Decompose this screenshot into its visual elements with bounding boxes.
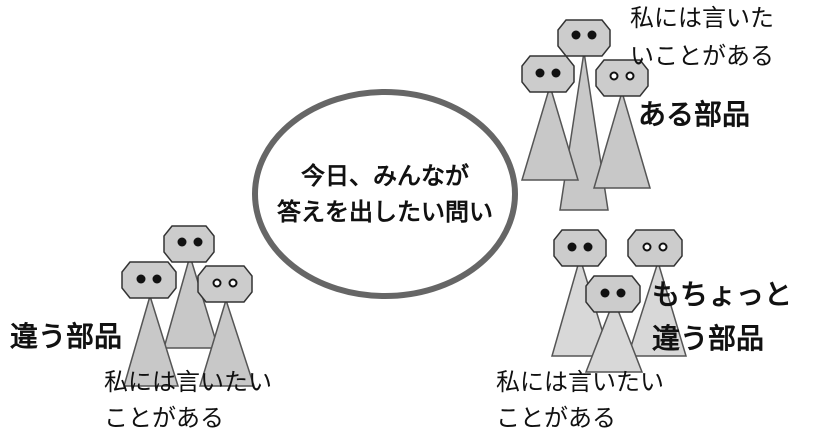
eye-icon [212,278,222,288]
eye-icon [152,274,162,284]
eye-icon [600,288,610,298]
figure-head [557,19,611,57]
eye-icon [177,237,187,247]
person-figure [593,59,651,189]
eye-icon [571,30,581,40]
person-figure [584,275,644,373]
eye-icon [625,71,635,81]
group-label-top-right: ある部品 [638,98,751,131]
speech-text-bottom-right-line-1: 私には言いたい [496,368,664,396]
eye-icon [642,242,652,252]
central-question-ellipse [252,89,518,299]
central-question-line-1: 今日、みんなが [301,162,469,190]
person-figure [520,55,580,181]
central-question-line-2: 答えを出したい問い [277,198,493,226]
speech-text-bottom-left-line-2: ことがある [104,404,224,432]
speech-text-bottom-right-line-2: ことがある [496,404,616,432]
figure-head [585,275,641,313]
person-figure [163,225,220,349]
eye-icon [583,242,593,252]
figure-head [595,59,649,97]
eye-icon [535,68,545,78]
figure-group-bottom-left [121,225,256,387]
eye-icon [587,30,597,40]
eye-icon [616,288,626,298]
group-label-bottom-left: 違う部品 [10,320,123,353]
eye-icon [567,242,577,252]
eye-icon [551,68,561,78]
eye-icon [228,278,238,288]
speech-text-bottom-left-line-1: 私には言いたい [104,368,272,396]
group-label-bottom-right-line-1: もちょっと [652,278,793,311]
figure-group-bottom-right [551,229,688,373]
figure-head [121,261,177,299]
figure-head [627,229,683,267]
figure-head [553,229,607,267]
person-figure [197,265,256,387]
eye-icon [193,237,203,247]
figure-head [197,265,253,303]
person-figure [121,261,180,387]
figure-group-top-right [520,19,651,211]
figure-head [163,225,215,263]
speech-text-top-right-line-2: いことがある [630,42,774,70]
eye-icon [136,274,146,284]
eye-icon [658,242,668,252]
person-figure [626,229,688,357]
speech-text-top-right-line-1: 私には言いた [630,4,774,32]
group-label-bottom-right-line-2: 違う部品 [652,322,765,355]
figure-head [521,55,575,93]
eye-icon [609,71,619,81]
